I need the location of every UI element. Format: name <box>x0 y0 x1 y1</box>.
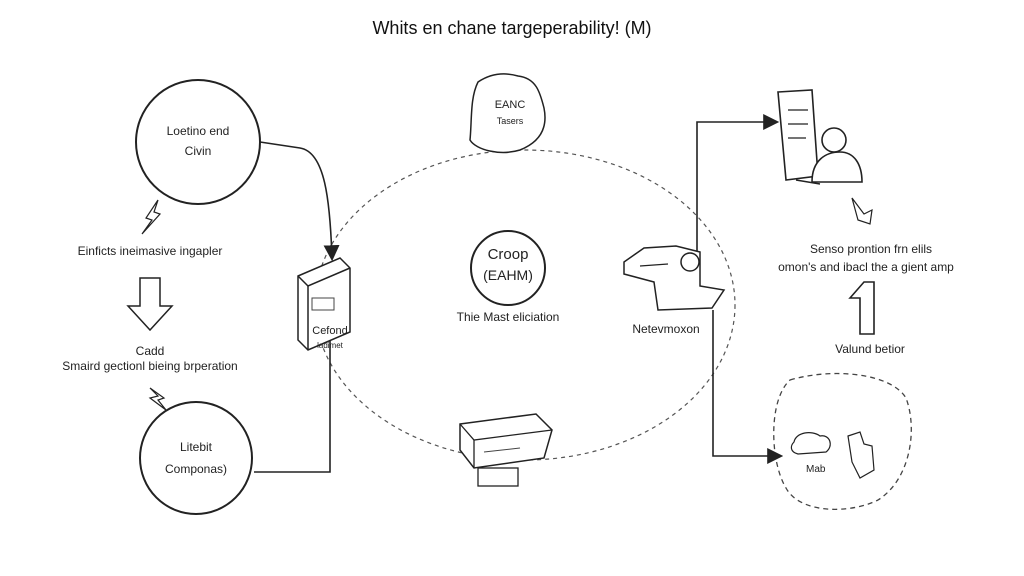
left-bottom-text: Smaird gectionl bieing brperation <box>62 359 238 373</box>
bottom-left-circle-label-1: Litebit <box>179 440 213 454</box>
lightning-icon <box>141 199 162 235</box>
right-value-label: Valund betior <box>835 342 905 356</box>
server-box-icon <box>297 257 351 351</box>
left-box-label-1: Cefond <box>312 325 348 337</box>
right-device-caption: Netevmoxon <box>632 322 700 336</box>
up-arrow-icon <box>848 281 875 335</box>
top-left-circle-label-1: Loetino end <box>166 124 230 138</box>
top-blob-label-2: Tasers <box>496 116 524 126</box>
cloud-icon <box>790 432 831 455</box>
bottom-left-circle-label-2: Componas) <box>164 462 228 476</box>
arrow-to-bottom-right <box>712 310 784 464</box>
right-text-line-2: omon's and ibacl the a gient amp <box>778 260 954 274</box>
arrow-box-to-bottom-circle <box>254 338 331 473</box>
top-left-circle <box>135 79 261 205</box>
center-circle <box>470 230 546 306</box>
center-caption: Thie Mast eliciation <box>456 310 560 324</box>
device-icon <box>623 245 726 311</box>
right-blob-label: Mab <box>806 464 826 475</box>
left-box-label-2: ladimet <box>317 341 343 350</box>
printer-icon <box>459 413 553 487</box>
top-blob-label-1: EANC <box>494 99 526 111</box>
person-icon <box>811 127 863 183</box>
top-blob <box>469 73 546 154</box>
center-circle-label-1: Croop <box>487 246 529 263</box>
left-cadd: Cadd <box>135 344 165 358</box>
right-text-line-1: Senso prontion frn elils <box>809 242 933 256</box>
left-top-text: Einficts ineimasive ingapler <box>77 244 223 258</box>
hand-icon <box>847 431 875 479</box>
diagram-title: Whits en chane targeperability! (M) <box>372 18 652 38</box>
arrow-to-top-right <box>696 114 780 255</box>
bottom-left-circle <box>139 401 253 515</box>
hand-icon <box>851 197 873 225</box>
center-circle-label-2: (EAHM) <box>483 267 533 283</box>
top-left-circle-label-2: Civin <box>184 144 212 158</box>
arrow-circle-to-box <box>259 141 340 262</box>
down-arrow-icon <box>126 277 174 332</box>
lightning-icon <box>148 387 167 411</box>
